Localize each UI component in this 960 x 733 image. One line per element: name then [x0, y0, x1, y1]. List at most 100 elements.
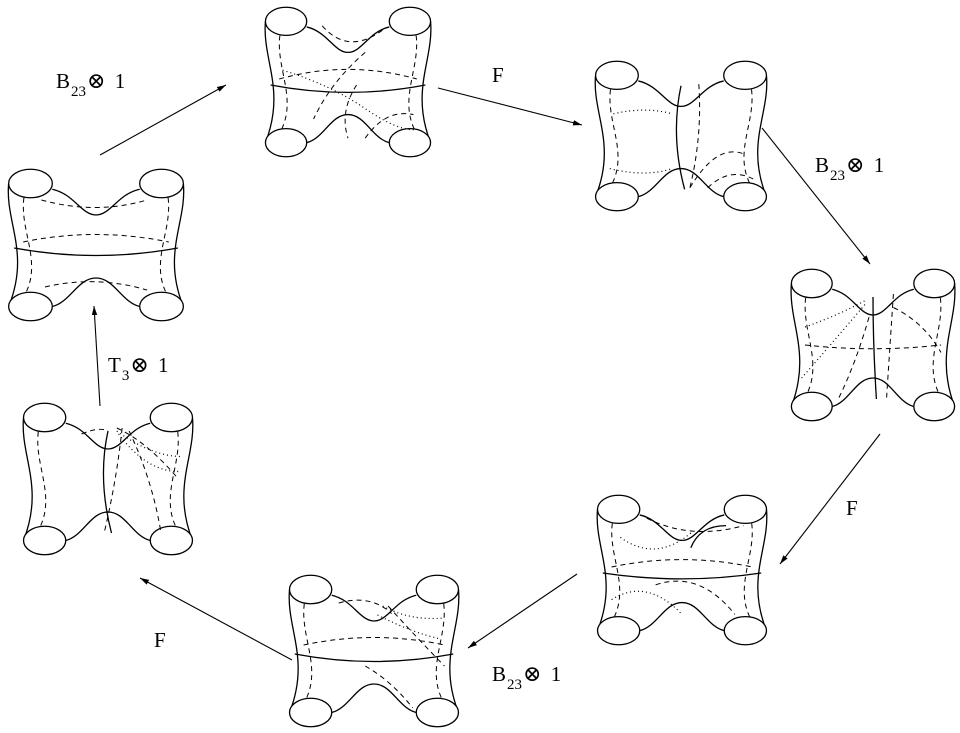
pants-surface-s4	[596, 494, 768, 646]
label-main: F	[846, 496, 858, 520]
hidden-curve	[44, 281, 148, 291]
hidden-curve	[116, 427, 179, 480]
surface-outline	[790, 283, 956, 408]
dotted-curve	[613, 109, 673, 115]
arrow-s7-s1	[99, 84, 227, 156]
hidden-curve	[23, 234, 169, 243]
label-main: F	[154, 628, 166, 652]
hidden-edge	[611, 523, 753, 617]
boundary-circle-top-left	[594, 60, 639, 91]
hidden-curve	[303, 637, 445, 646]
label-identity: 1	[545, 662, 561, 686]
hidden-curve	[646, 517, 744, 532]
dotted-curve	[801, 302, 867, 379]
pants-curve	[270, 84, 426, 94]
arrow-label-s5-s6: F	[154, 628, 166, 652]
boundary-circle-bottom-right	[415, 697, 460, 728]
pants-curve	[13, 247, 179, 257]
label-subscript: 3	[122, 368, 130, 384]
boundary-circle-bottom-left	[288, 697, 333, 728]
hidden-curve	[364, 665, 414, 709]
hidden-curve	[279, 68, 417, 80]
boundary-circle-top-left	[7, 168, 53, 199]
label-identity: 1	[868, 153, 884, 177]
boundary-circle-top-right	[149, 402, 194, 433]
pants-curve	[675, 85, 686, 190]
hidden-edge	[609, 89, 753, 183]
arrow-label-s7-s1: B23⊗ 1	[56, 68, 125, 100]
dotted-curve	[620, 532, 692, 550]
hidden-curve	[689, 84, 701, 188]
boundary-circle-bottom-right	[149, 525, 194, 556]
boundary-circle-top-left	[790, 268, 833, 299]
dotted-curve	[804, 299, 867, 328]
surfaces-layer	[7, 6, 956, 728]
arrow-s4-s5	[467, 573, 578, 649]
surface-outline	[7, 183, 185, 308]
hidden-curve	[804, 344, 942, 350]
arrow-s5-s6	[139, 577, 293, 661]
boundary-circle-bottom-left	[790, 391, 833, 422]
boundary-circle-bottom-left	[7, 291, 53, 322]
boundary-circle-bottom-right	[723, 615, 768, 646]
pants-curve	[102, 430, 113, 534]
surface-outline	[264, 21, 432, 144]
hidden-curve	[387, 605, 445, 667]
boundary-circle-bottom-left	[596, 615, 641, 646]
hidden-curve	[838, 314, 871, 398]
hidden-curve	[104, 427, 123, 532]
boundary-circle-top-right	[139, 168, 185, 199]
hidden-curve	[338, 599, 392, 614]
pants-surface-s7	[7, 168, 185, 322]
arrow-label-s4-s5: B23⊗ 1	[492, 661, 561, 693]
hidden-edge	[303, 603, 445, 699]
boundary-circle-top-left	[596, 494, 641, 525]
arrow-label-s6-s7: T3⊗ 1	[108, 352, 169, 384]
dotted-curve	[282, 69, 417, 131]
hidden-curve	[611, 559, 753, 568]
surface-outline	[596, 509, 768, 632]
arrow-label-s1-s2: F	[492, 63, 504, 87]
tensor-symbol: ⊗	[523, 661, 541, 686]
boundary-circle-top-left	[288, 574, 333, 605]
label-subscript: 23	[507, 677, 522, 693]
hidden-curve	[886, 293, 894, 398]
arrow-s2-s3	[761, 127, 871, 265]
pants-surface-s3	[790, 268, 956, 422]
arrows-layer	[91, 84, 881, 661]
arrow-label-s3-s4: F	[846, 496, 858, 520]
pants-surface-s2	[594, 60, 768, 212]
pants-curve	[602, 572, 762, 580]
boundary-circle-bottom-right	[723, 181, 768, 212]
hidden-edge	[37, 431, 179, 527]
hidden-curve	[313, 52, 366, 120]
label-main: F	[492, 63, 504, 87]
label-subscript: 23	[71, 84, 86, 100]
label-main: B	[815, 153, 829, 177]
label-main: T	[108, 353, 121, 377]
boundary-circle-bottom-left	[264, 127, 308, 158]
tensor-symbol: ⊗	[130, 352, 148, 377]
hidden-curve	[321, 25, 383, 43]
pants-curve	[294, 653, 454, 663]
hidden-curve	[364, 113, 414, 139]
pants-curve	[690, 524, 727, 549]
boundary-circle-top-right	[723, 60, 768, 91]
boundary-circle-bottom-right	[388, 127, 432, 158]
label-subscript: 23	[830, 168, 845, 184]
boundary-circle-top-right	[723, 494, 768, 525]
boundary-circle-bottom-left	[22, 525, 67, 556]
surface-outline	[22, 417, 194, 542]
dotted-curve	[377, 614, 442, 640]
pants-surface-s5	[288, 574, 460, 728]
dotted-curve	[611, 590, 683, 615]
boundary-circle-top-right	[388, 6, 432, 37]
boundary-circle-bottom-left	[594, 181, 639, 212]
arrow-s1-s2	[437, 87, 583, 126]
dotted-curve	[609, 168, 673, 174]
hidden-edge	[278, 35, 418, 129]
boundary-circle-bottom-right	[139, 291, 185, 322]
surface-outline	[288, 589, 460, 714]
tensor-symbol: ⊗	[846, 152, 864, 177]
